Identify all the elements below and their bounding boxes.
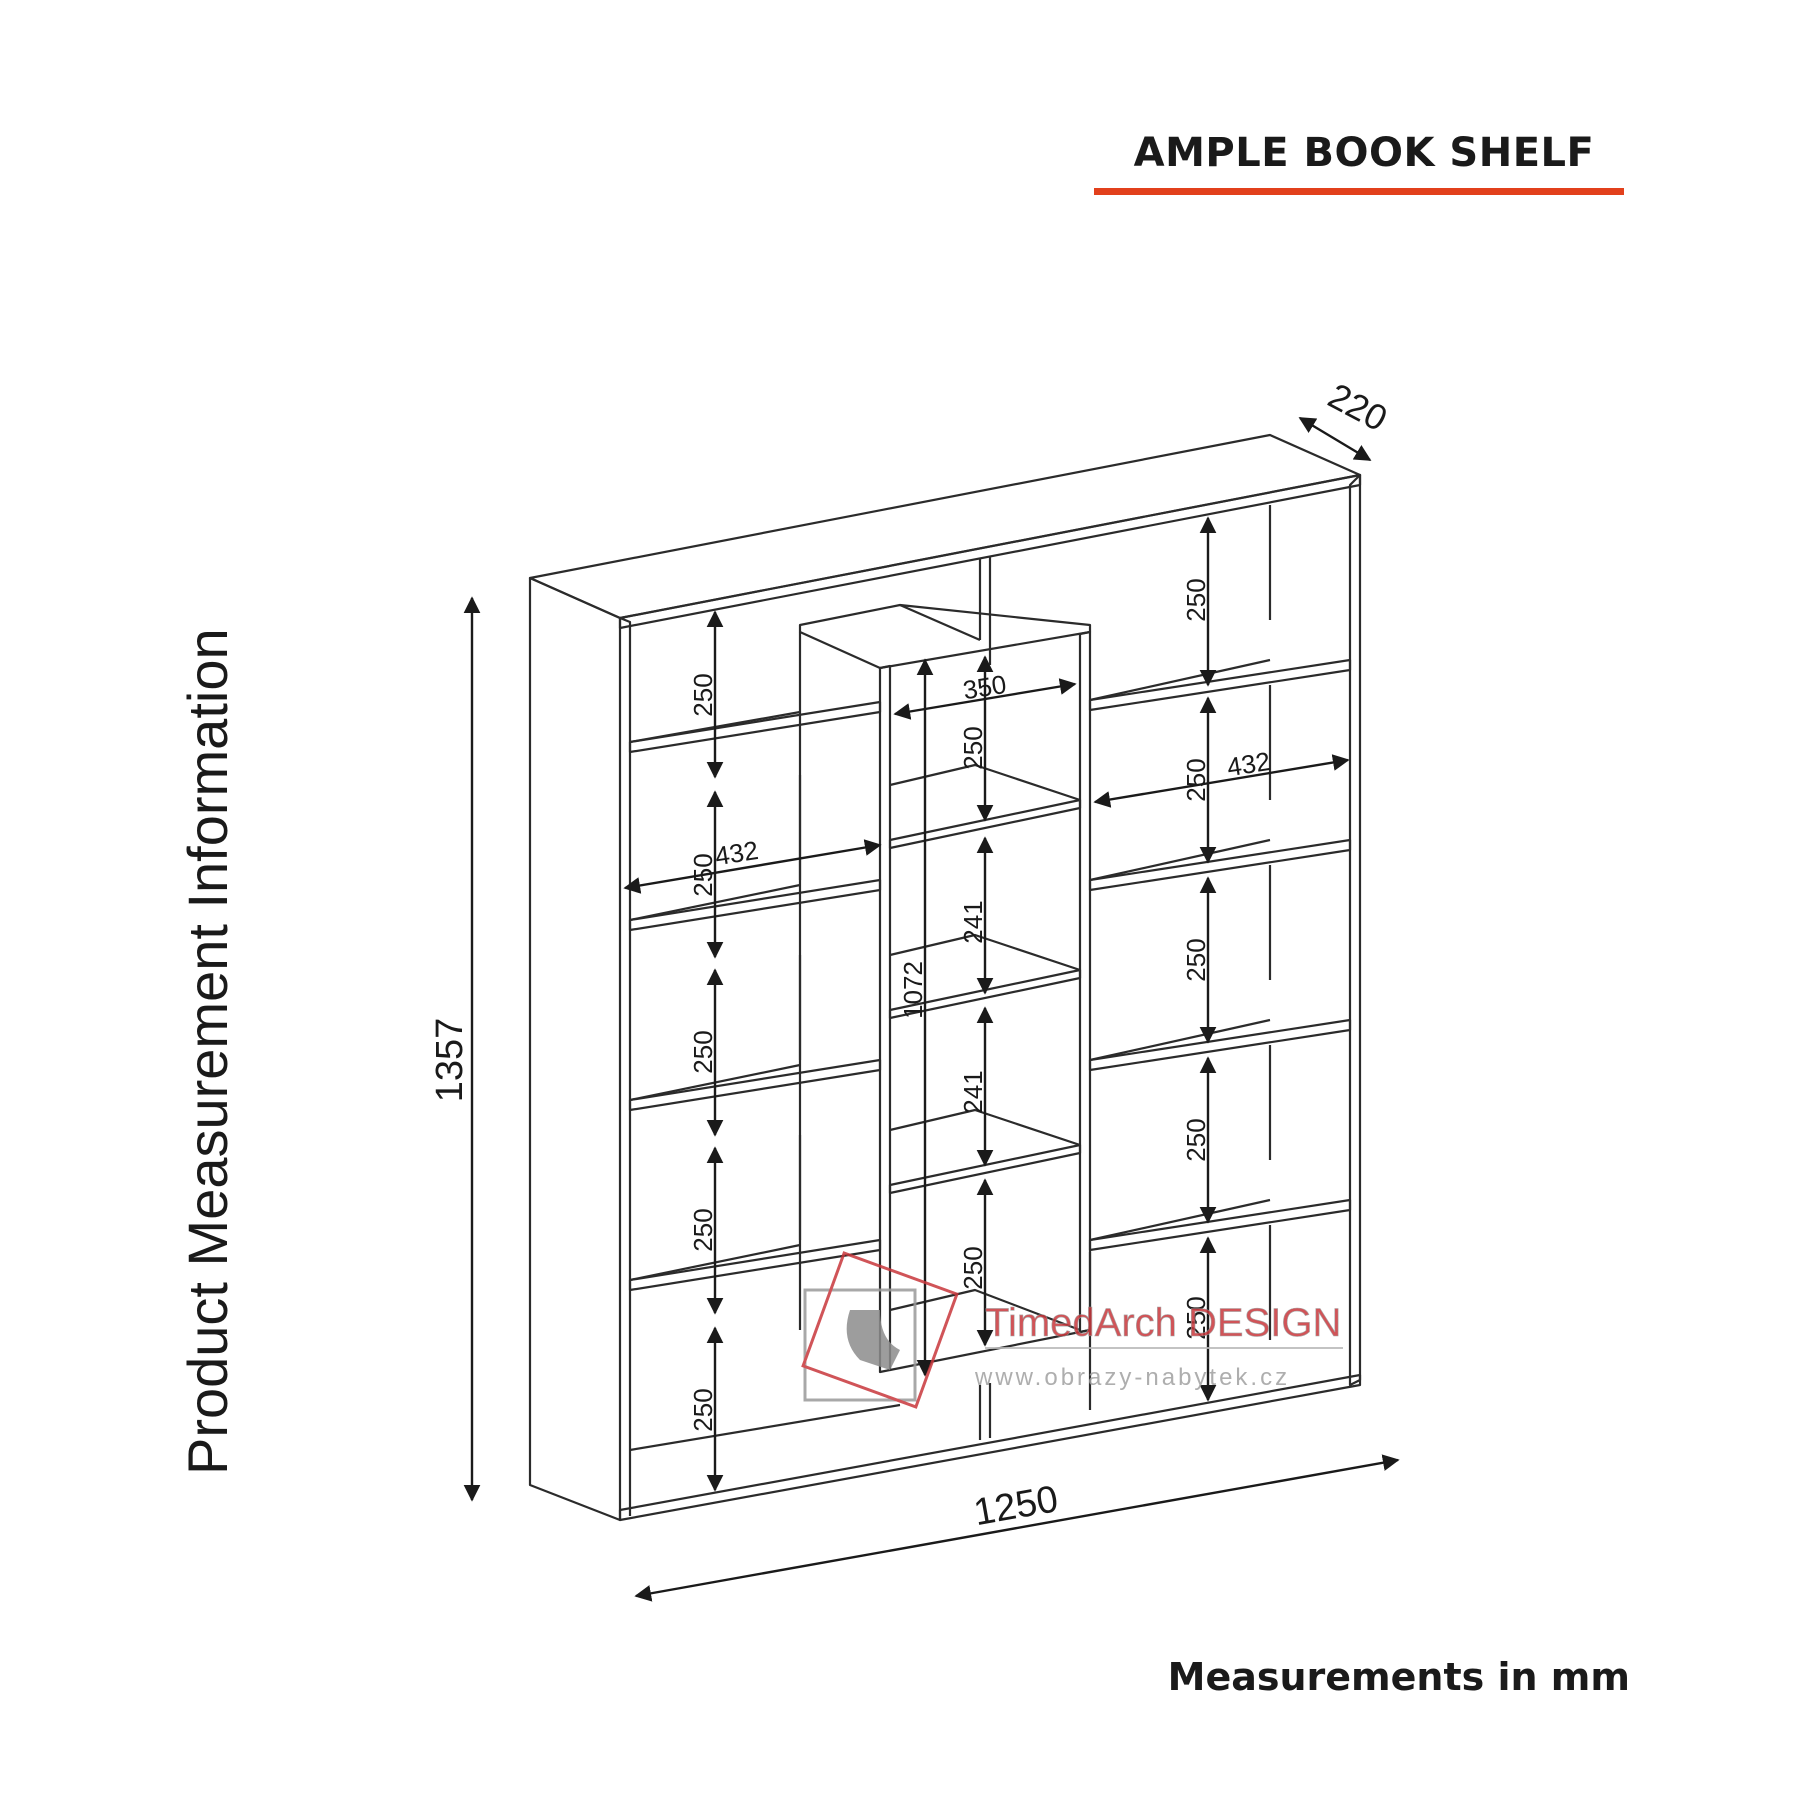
page-title: AMPLE BOOK SHELF: [1133, 130, 1595, 176]
title-underline: [1094, 188, 1624, 195]
left-shelf-1: [628, 700, 882, 754]
right-shelf-3: [1088, 1018, 1352, 1072]
center-tower-top: [798, 603, 1092, 670]
depth-arrow: [1298, 416, 1372, 462]
center-shelf-1: [888, 798, 1082, 850]
center-gap-label: 241: [958, 900, 988, 943]
left-shelf-2: [628, 878, 882, 932]
dimension-lines: [463, 416, 1400, 1602]
right-gap-label: 250: [1181, 938, 1211, 981]
right-gap-label: 250: [1181, 1296, 1211, 1339]
center-gap-label: 250: [958, 726, 988, 769]
center-gap-label: 250: [958, 1246, 988, 1289]
right-shelf-4: [1088, 1198, 1352, 1252]
right-width-arrow: [1093, 754, 1350, 808]
watermark-brand: TimedArch DESIGN: [985, 1301, 1341, 1345]
center-width-label: 350: [961, 669, 1009, 705]
left-shelf-5: [629, 1403, 901, 1452]
left-width-arrow: [623, 839, 882, 894]
center-height-label: 1072: [898, 961, 928, 1019]
width-arrow: [634, 1454, 1400, 1602]
depth-label: 220: [1322, 375, 1394, 439]
shelf-structure: [528, 433, 1362, 1522]
left-gap-label: 250: [688, 1030, 718, 1073]
height-label: 1357: [429, 1018, 471, 1103]
right-side-panel: [1348, 473, 1362, 1387]
right-gap-label: 250: [1181, 1118, 1211, 1161]
left-shelf-3: [628, 1058, 882, 1112]
right-shelf-1: [1088, 658, 1352, 712]
left-width-label: 432: [713, 835, 761, 871]
center-shelf-3: [888, 1143, 1082, 1195]
watermark: TimedArch DESIGN www.obrazy-nabytek.cz: [801, 1251, 1343, 1409]
watermark-logo-mark: [801, 1251, 959, 1409]
right-shelf-2: [1088, 838, 1352, 892]
left-side-inner: [619, 616, 632, 1516]
bottom-board: [618, 1373, 1362, 1522]
right-gap-label: 250: [1181, 578, 1211, 621]
top-board: [528, 433, 1362, 620]
width-label: 1250: [971, 1478, 1062, 1534]
right-gap-label: 250: [1181, 758, 1211, 801]
center-gap-label: 241: [958, 1070, 988, 1113]
right-width-label: 432: [1225, 746, 1273, 782]
dimension-labels: 1357 1250 220 1072 350 432 432 250 250 2…: [429, 375, 1394, 1534]
units-note: Measurements in mm: [1167, 1655, 1630, 1699]
center-tower-right: [1078, 630, 1092, 1334]
center-shelf-2: [888, 968, 1082, 1020]
left-gap-label: 250: [688, 1388, 718, 1431]
left-gap-label: 250: [688, 1208, 718, 1251]
left-gap-label: 250: [688, 673, 718, 716]
left-shelf-4: [628, 1238, 882, 1292]
left-side-panel: [528, 576, 622, 1522]
watermark-url: www.obrazy-nabytek.cz: [974, 1364, 1290, 1391]
left-gap-label: 250: [688, 853, 718, 896]
